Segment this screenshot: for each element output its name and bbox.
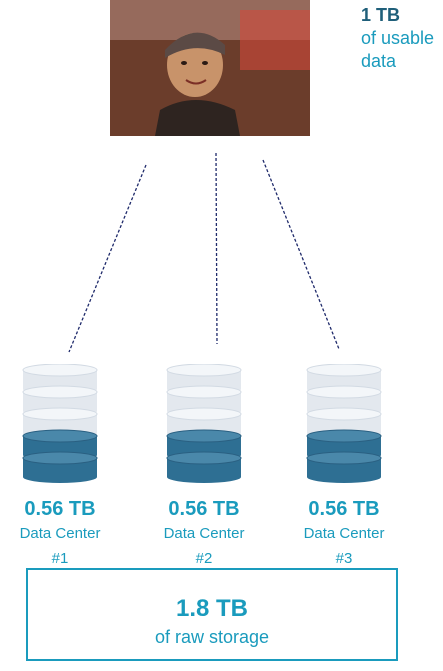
data-center-label: Data Center #2: [163, 525, 245, 567]
connector-line-1: [68, 164, 147, 353]
disc-filled: [166, 451, 242, 483]
data-center-label: Data Center #1: [19, 525, 101, 567]
data-center-3: 0.56 TB Data Center #3: [284, 363, 404, 571]
database-icon: [144, 363, 264, 491]
raw-description: of raw storage: [154, 627, 270, 647]
disc-filled: [22, 451, 98, 483]
data-center-amount: 0.56 TB: [308, 498, 380, 520]
data-center-label: Data Center #3: [303, 525, 385, 567]
connector-line-3: [262, 159, 340, 350]
user-photo: [110, 0, 310, 136]
data-center-amount: 0.56 TB: [24, 498, 96, 520]
raw-amount: 1.8 TB: [175, 595, 249, 622]
connector-line-2: [215, 152, 218, 345]
disc-filled: [306, 451, 382, 483]
usable-data-label: 1 TB of usable data: [361, 4, 443, 73]
data-center-1: 0.56 TB Data Center #1: [0, 363, 120, 571]
usable-amount: 1 TB: [361, 5, 401, 25]
database-icon: [284, 363, 404, 491]
database-icon: [0, 363, 120, 491]
data-center-2: 0.56 TB Data Center #2: [144, 363, 264, 571]
data-center-amount: 0.56 TB: [168, 498, 240, 520]
raw-storage-box: 1.8 TB of raw storage: [26, 568, 398, 661]
usable-description: of usable data: [361, 28, 435, 71]
